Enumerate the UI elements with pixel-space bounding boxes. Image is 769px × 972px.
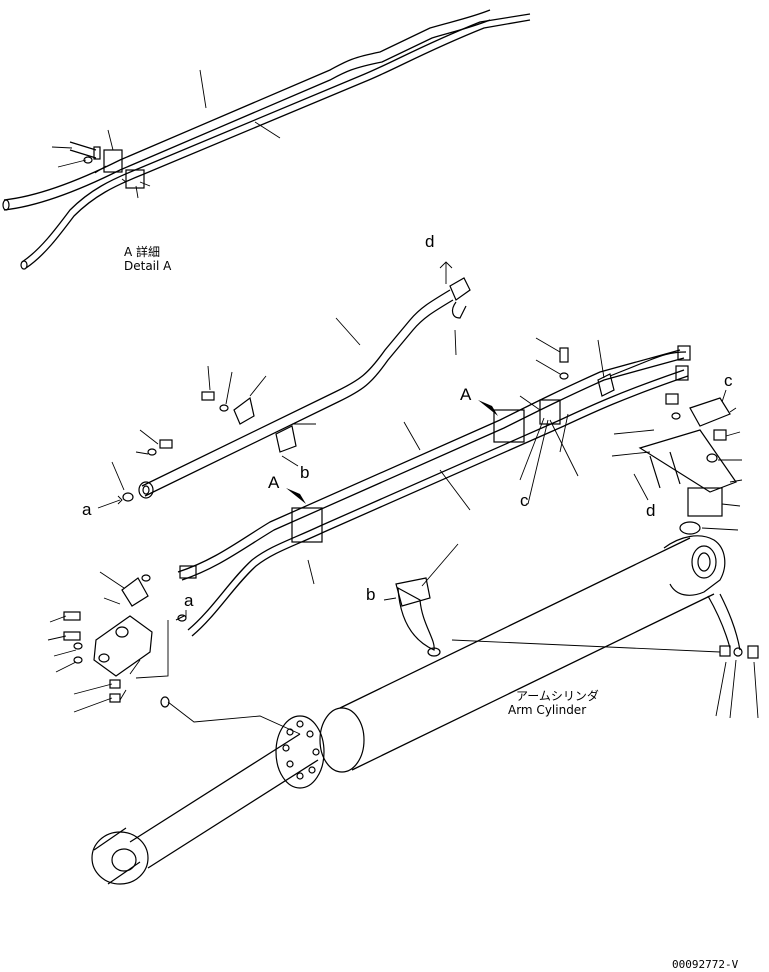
cylinder-label-jp: アームシリンダ [516, 688, 599, 703]
main-pipe-1 [177, 349, 681, 573]
main-clamp-left [291, 507, 323, 543]
mount-block [687, 487, 723, 517]
label-A-left: A [268, 473, 280, 492]
detail-a-tube-upper [3, 9, 491, 201]
hose-clamp-b-group: b [366, 543, 721, 657]
cylinder-head-end [663, 535, 726, 596]
label-b-clip: b [300, 463, 309, 482]
label-a-left: a [82, 500, 92, 519]
detail-a-title-jp: A 詳細 [124, 244, 160, 259]
hose-fitting-right [677, 345, 691, 361]
view-arrow-a-right [478, 400, 498, 416]
label-c-mid: c [520, 491, 529, 510]
upper-pipe-flange-end [138, 481, 154, 499]
u-bolt [451, 301, 467, 319]
label-b-clamp: b [366, 585, 375, 604]
cylinder-rod [129, 733, 301, 843]
valve-group: a [47, 565, 197, 713]
hose-clamp-b [397, 586, 435, 651]
elbow-fitting [121, 577, 149, 607]
o-ring-icon [160, 696, 170, 708]
label-c-right: c [724, 371, 733, 390]
bracket-c [689, 397, 731, 427]
valve-block [93, 615, 153, 677]
hose-end-fitting [179, 565, 197, 579]
main-clamp-right [539, 399, 561, 425]
plate-icon [233, 396, 255, 425]
label-d-top: d [425, 232, 434, 251]
detail-a-tube-lower [21, 13, 531, 263]
detail-a-title-en: Detail A [124, 259, 172, 273]
main-clamp-mid [493, 409, 525, 443]
cylinder-head-flange [275, 715, 325, 789]
main-pipe-group: A A c [177, 337, 691, 637]
drawing-number: 00092772-V [672, 958, 739, 971]
o-ring-a-icon [122, 492, 134, 502]
right-bracket-group: c d [611, 371, 743, 535]
flange-bolts [282, 720, 320, 780]
label-A-right: A [460, 385, 472, 404]
cylinder-barrel [339, 537, 691, 709]
detail-a-group: A 詳細 Detail A [2, 9, 531, 273]
detail-a-tube-lower-edge [25, 19, 531, 269]
main-pipe-2 [187, 369, 685, 631]
upper-pipe [141, 289, 451, 487]
view-arrow-a-left [286, 488, 306, 504]
clip-b-icon [275, 425, 297, 453]
arm-cylinder: アームシリンダ Arm Cylinder [91, 535, 759, 885]
bracket-d [638, 429, 737, 493]
cylinder-label-en: Arm Cylinder [508, 703, 586, 717]
detail-a-tube-upper-edge [3, 19, 491, 211]
upper-pipe-group: d a b [82, 232, 471, 519]
label-a-valve: a [184, 591, 194, 610]
o-ring-7-icon [679, 521, 701, 535]
band-clamp [707, 593, 741, 651]
detail-a-clamp-small [125, 169, 145, 189]
upper-pipe-flange-top [449, 277, 471, 301]
label-d-right: d [646, 501, 655, 520]
